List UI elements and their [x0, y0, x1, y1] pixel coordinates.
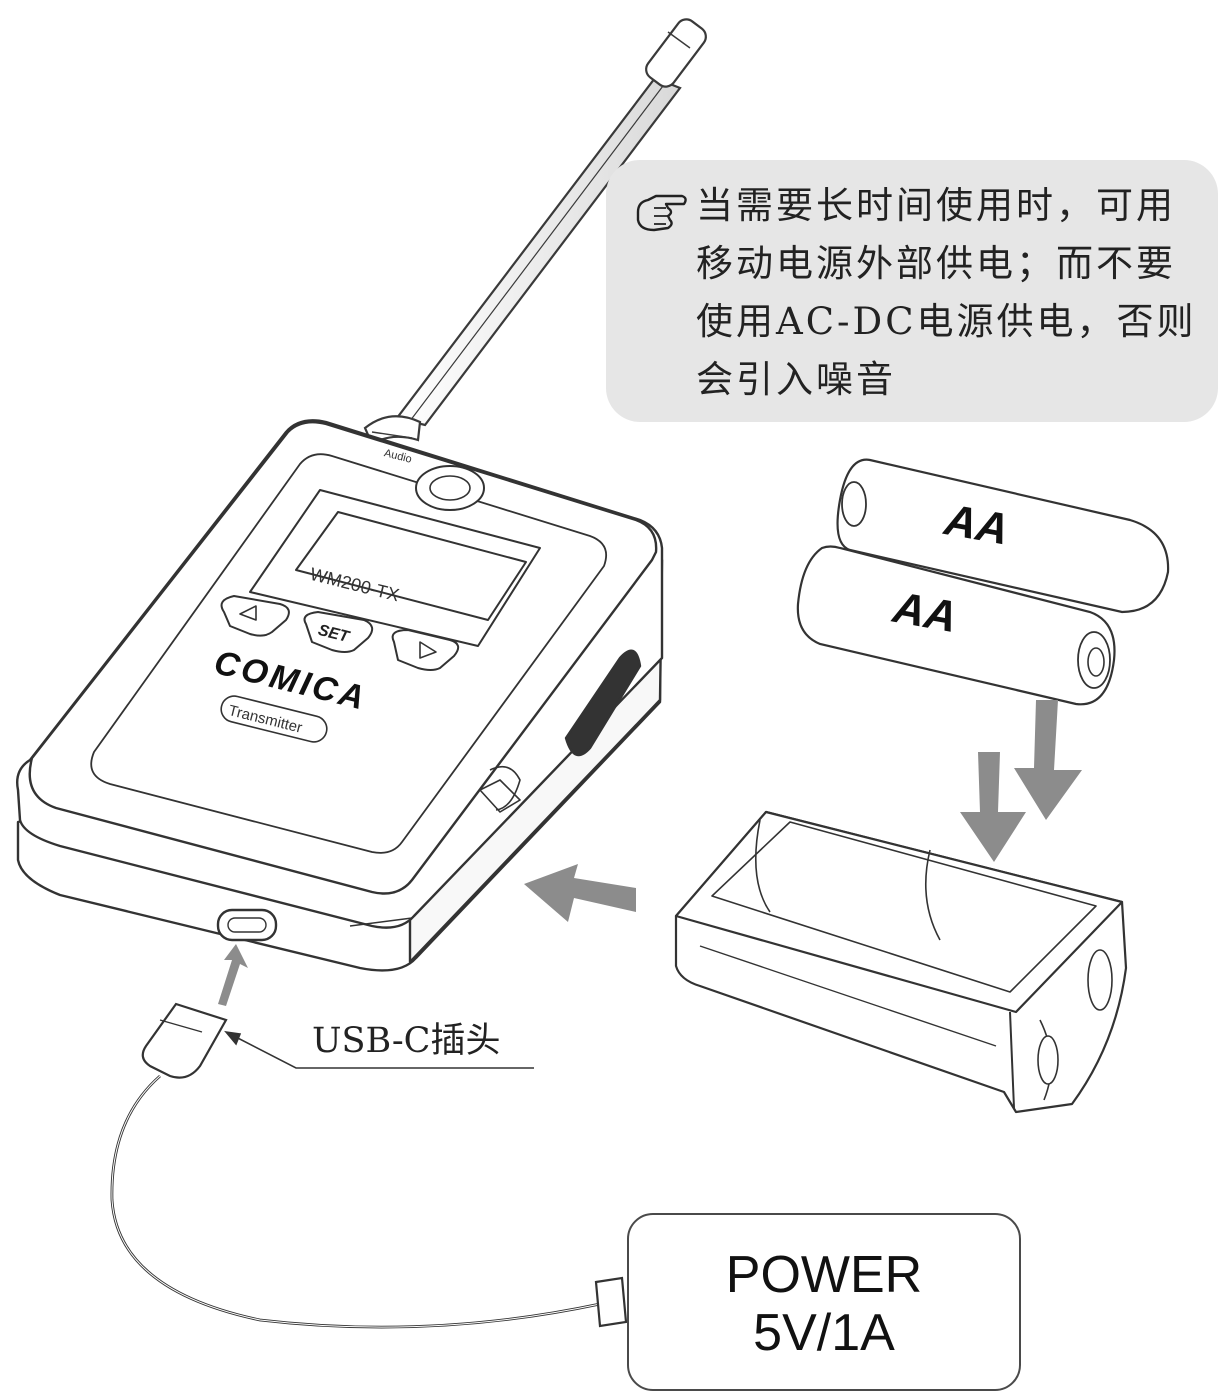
battery-label-front: AA — [888, 583, 960, 642]
note-box: 当需要长时间使用时，可用 移动电源外部供电；而不要 使用AC-DC电源供电，否则… — [606, 160, 1218, 422]
transmitter-body — [16, 419, 664, 972]
insert-arrows — [218, 700, 1082, 1006]
note-line-1: 当需要长时间使用时，可用 — [696, 184, 1176, 227]
usb-callout — [224, 1030, 534, 1069]
note-line-3: 使用AC-DC电源供电，否则 — [696, 300, 1197, 343]
power-supply-box: POWER 5V/1A — [627, 1213, 1021, 1391]
battery-front — [796, 545, 1116, 706]
power-title: POWER — [725, 1246, 923, 1304]
antenna — [363, 18, 707, 446]
note-line-4: 会引入噪音 — [696, 358, 896, 401]
pointing-hand-icon — [636, 194, 687, 232]
battery-label-rear: AA — [940, 495, 1012, 554]
battery-rear — [836, 458, 1170, 614]
battery-tray — [674, 810, 1128, 1114]
power-rating: 5V/1A — [753, 1304, 895, 1362]
usb-cable — [110, 1002, 628, 1329]
usb-c-label: USB-C插头 — [312, 1021, 501, 1061]
note-line-2: 移动电源外部供电；而不要 — [696, 242, 1176, 285]
